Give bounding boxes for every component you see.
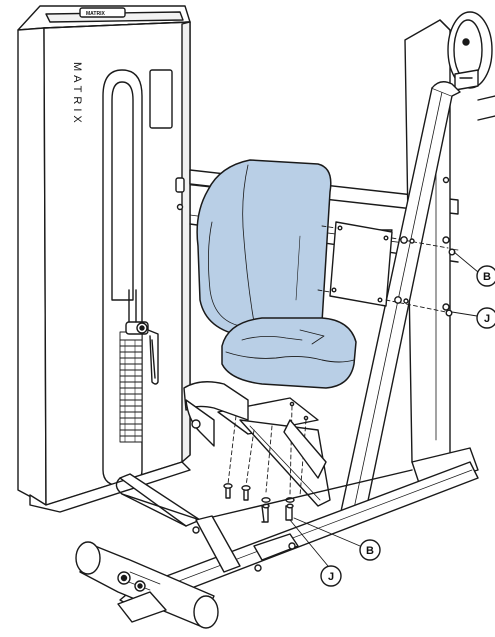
weight-stack-tower: MATRIX MATRIX <box>17 5 191 513</box>
seat-pad <box>221 317 357 389</box>
left-arm-shroud <box>183 381 327 479</box>
callout-label: B <box>366 545 374 557</box>
top-pulley <box>447 11 495 121</box>
selector-pin <box>125 321 159 385</box>
callout-label: B <box>483 271 491 283</box>
back-mount-plate <box>317 221 456 317</box>
callout-j-lower: J <box>289 519 342 587</box>
callout-label: J <box>328 571 334 583</box>
callout-j-upper: J <box>451 307 495 329</box>
brand-top-label: MATRIX <box>86 11 105 17</box>
callout-b-upper: B <box>453 251 495 287</box>
back-bolts <box>394 236 456 317</box>
callout-b-lower: B <box>293 517 381 561</box>
callout-label: J <box>484 313 490 325</box>
front-roller <box>75 541 219 629</box>
brand-vertical-label: MATRIX <box>71 62 83 127</box>
weight-plates <box>119 331 143 443</box>
seat-bolts <box>223 483 295 523</box>
back-pad <box>196 159 332 343</box>
